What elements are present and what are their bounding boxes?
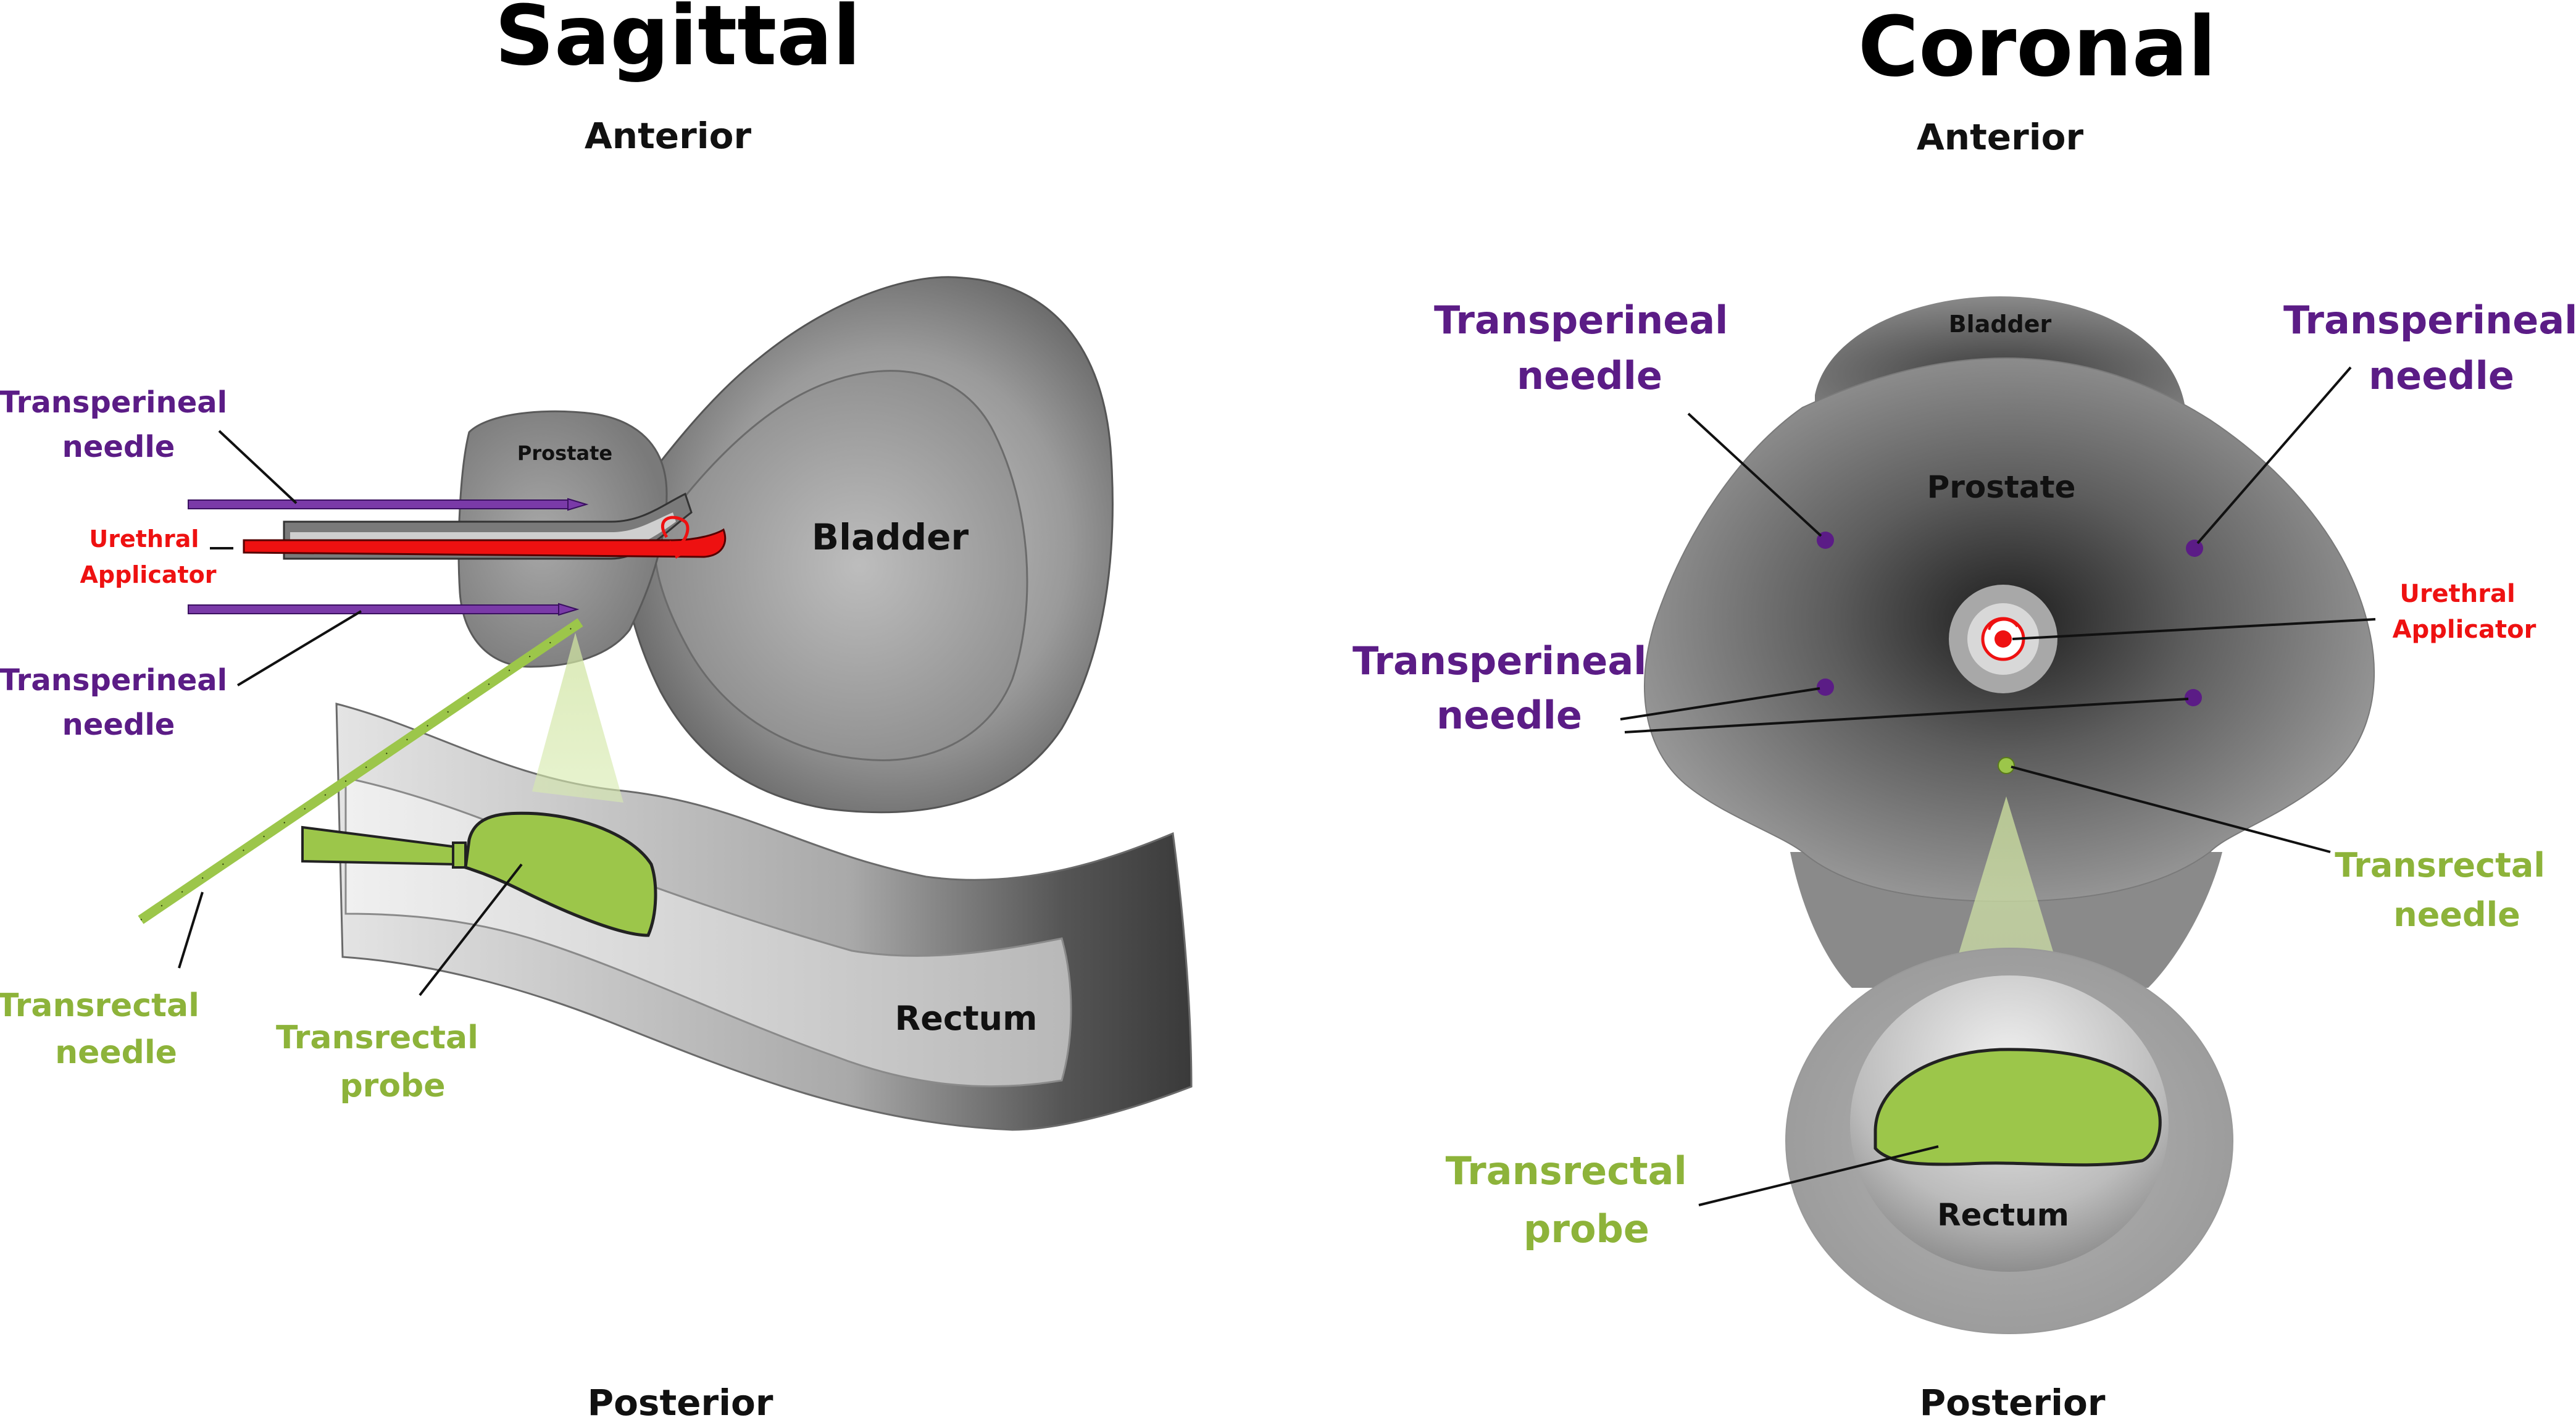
sagittal-bladder-inner bbox=[653, 370, 1028, 761]
sagittal-needle-bottom-label: Transperineal needle bbox=[0, 663, 238, 742]
coronal-needle-upper-left-label: Transperineal needle bbox=[1434, 298, 1741, 398]
coronal-transrectal-probe bbox=[1874, 1048, 2162, 1167]
sagittal-transperineal-needle-bottom bbox=[188, 603, 580, 616]
sagittal-needle-bottom-leader bbox=[236, 610, 362, 687]
sagittal-transrectal-probe-label: Transrectal probe bbox=[276, 1019, 490, 1104]
sagittal-prostate-label: Prostate bbox=[517, 441, 612, 465]
coronal-applicator-core bbox=[1995, 630, 2012, 648]
coronal-prostate-label: Prostate bbox=[1927, 469, 2076, 505]
coronal-rectum-label: Rectum bbox=[1937, 1197, 2069, 1233]
sagittal-anterior-label: Anterior bbox=[585, 115, 752, 157]
coronal-transrectal-needle-dot bbox=[1998, 757, 2015, 774]
sagittal-rectum-label: Rectum bbox=[895, 999, 1038, 1038]
coronal-posterior-label: Posterior bbox=[1920, 1382, 2106, 1424]
coronal-urethral-leader bbox=[2012, 618, 2376, 640]
coronal-view: Bladder Prostate Rectum Transperineal ne… bbox=[1353, 296, 2576, 1334]
sagittal-transrectal-probe bbox=[301, 811, 657, 937]
coronal-title: Coronal bbox=[1858, 0, 2216, 95]
coronal-transrectal-needle-leader bbox=[2011, 766, 2331, 853]
sagittal-needle-top-leader bbox=[218, 430, 298, 504]
coronal-needle-lower-left-label: Transperineal needle bbox=[1353, 638, 1660, 738]
coronal-needle-dot-lower-right bbox=[2185, 689, 2202, 706]
coronal-needle-lower-left-leader bbox=[1620, 687, 1820, 720]
sagittal-transrectal-needle bbox=[138, 618, 583, 924]
coronal-bladder-label: Bladder bbox=[1949, 311, 2052, 338]
sagittal-ultrasound-beam bbox=[532, 633, 623, 803]
sagittal-rotation-arrowhead bbox=[670, 540, 685, 559]
sagittal-needle-top-label: Transperineal needle bbox=[0, 385, 238, 464]
sagittal-rotation-arrow bbox=[661, 516, 690, 548]
coronal-transrectal-needle-label: Transrectal needle bbox=[2335, 846, 2556, 934]
sagittal-title: Sagittal bbox=[494, 0, 861, 84]
coronal-anterior-label: Anterior bbox=[1917, 116, 2084, 158]
coronal-needle-upper-right-leader bbox=[2196, 366, 2352, 545]
coronal-rotation-arrow bbox=[1988, 618, 2019, 630]
sagittal-urethral-applicator bbox=[243, 528, 727, 558]
coronal-urethral-label: Urethral Applicator bbox=[2393, 580, 2536, 644]
coronal-needle-upper-right-label: Transperineal needle bbox=[2283, 298, 2576, 398]
coronal-transrectal-probe-label: Transrectal probe bbox=[1446, 1148, 1701, 1251]
sagittal-transperineal-needle-top bbox=[188, 498, 589, 511]
sagittal-transrectal-needle-leader bbox=[178, 891, 204, 969]
sagittal-view: Prostate Bladder Rectum Transperineal ne… bbox=[0, 276, 1193, 1131]
coronal-needle-dot-lower-left bbox=[1817, 679, 1834, 696]
sagittal-transrectal-probe-leader bbox=[419, 863, 523, 996]
sagittal-bladder-label: Bladder bbox=[812, 516, 969, 558]
coronal-needle-upper-left-leader bbox=[1687, 412, 1822, 537]
coronal-needle-dot-upper-right bbox=[2186, 540, 2203, 557]
coronal-needle-lower-right-leader bbox=[1624, 698, 2189, 733]
sagittal-urethral-label: Urethral Applicator bbox=[80, 525, 216, 588]
sagittal-transrectal-needle-label: Transrectal needle bbox=[0, 987, 210, 1071]
sagittal-posterior-label: Posterior bbox=[588, 1382, 773, 1424]
coronal-transrectal-probe-leader bbox=[1698, 1145, 1939, 1206]
